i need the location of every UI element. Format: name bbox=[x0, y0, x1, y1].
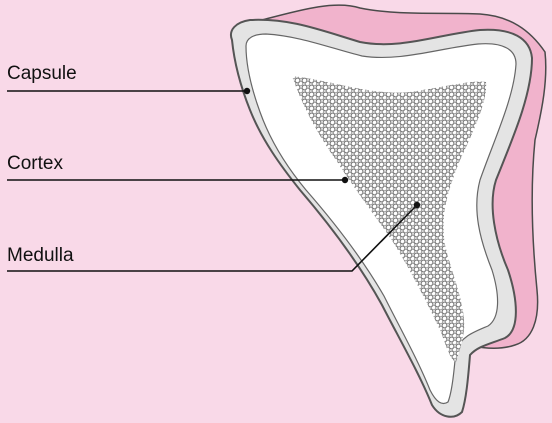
capsule-label: Capsule bbox=[7, 64, 77, 83]
cortex-label: Cortex bbox=[7, 154, 63, 173]
medulla-label: Medulla bbox=[7, 246, 74, 265]
leader-capsule bbox=[7, 88, 250, 94]
